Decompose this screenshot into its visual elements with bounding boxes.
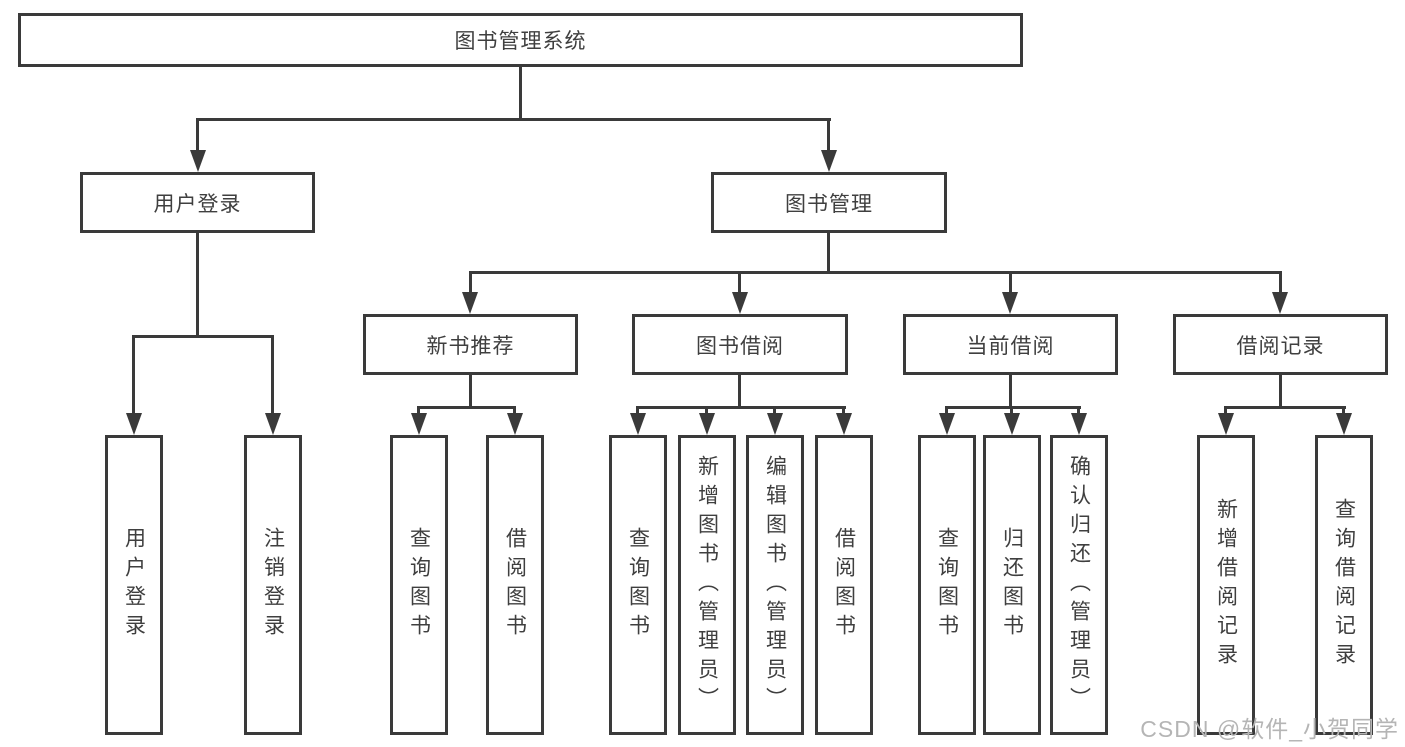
connector-drop-line [1342, 406, 1345, 415]
connector-drop-line [705, 406, 708, 415]
connector-drop-line [1010, 406, 1013, 415]
connector-bookmgmt-stub [827, 233, 830, 273]
leaf-label: 查询借阅记录 [1332, 498, 1356, 672]
connector-records-stub [1279, 375, 1282, 408]
csdn-watermark: CSDN @软件_小贺同学 [1140, 716, 1399, 742]
node-user-login: 用户登录 [80, 172, 315, 233]
leaf-newbook-query-books: 查询图书 [390, 435, 448, 735]
connector-newbook-stub [469, 375, 472, 408]
connector-drop-line [417, 406, 420, 415]
node-book-borrowing: 图书借阅 [632, 314, 848, 375]
arrowhead-down [821, 150, 837, 172]
connector-records-rail [1224, 406, 1346, 409]
leaf-user-login: 用户登录 [105, 435, 163, 735]
node-borrow-records: 借阅记录 [1173, 314, 1388, 375]
connector-drop-line [827, 118, 830, 154]
arrowhead-down [1218, 413, 1234, 435]
connector-drop-line [1077, 406, 1080, 415]
arrowhead-down [699, 413, 715, 435]
node-book-management: 图书管理 [711, 172, 947, 233]
arrowhead-down [190, 150, 206, 172]
arrowhead-down [265, 413, 281, 435]
node-new-book-recommend: 新书推荐 [363, 314, 578, 375]
leaf-label: 新增图书（管理员） [695, 454, 719, 716]
arrowhead-down [939, 413, 955, 435]
arrowhead-down [1071, 413, 1087, 435]
leaf-records-query-record: 查询借阅记录 [1315, 435, 1373, 735]
connector-newbook-rail [417, 406, 516, 409]
connector-root-stub [519, 67, 522, 120]
leaf-label: 用户登录 [122, 527, 146, 643]
connector-drop-line [196, 118, 199, 154]
connector-drop-line [773, 406, 776, 415]
leaf-borrowing-query-books: 查询图书 [609, 435, 667, 735]
arrowhead-down [126, 413, 142, 435]
leaf-label: 编辑图书（管理员） [763, 454, 787, 716]
arrowhead-down [836, 413, 852, 435]
node-root-library-system: 图书管理系统 [18, 13, 1023, 67]
leaf-borrowing-edit-books-admin: 编辑图书（管理员） [746, 435, 804, 735]
connector-bookmgmt-rail [469, 271, 1282, 274]
connector-userlogin-rail [132, 335, 274, 338]
connector-drop-line [513, 406, 516, 415]
arrowhead-down [732, 292, 748, 314]
arrowhead-down [1004, 413, 1020, 435]
connector-borrowing-stub [738, 375, 741, 408]
connector-drop-line [132, 335, 135, 415]
connector-current-rail [945, 406, 1081, 409]
connector-drop-line [738, 271, 741, 295]
leaf-label: 查询图书 [935, 527, 959, 643]
connector-root-rail [196, 118, 831, 121]
leaf-newbook-borrow-books: 借阅图书 [486, 435, 544, 735]
connector-drop-line [636, 406, 639, 415]
connector-drop-line [1009, 271, 1012, 295]
leaf-label: 确认归还（管理员） [1067, 454, 1091, 716]
node-current-borrowing: 当前借阅 [903, 314, 1118, 375]
connector-borrowing-rail [636, 406, 846, 409]
leaf-label: 新增借阅记录 [1214, 498, 1238, 672]
connector-drop-line [945, 406, 948, 415]
leaf-label: 注销登录 [261, 527, 285, 643]
leaf-current-confirm-return-admin: 确认归还（管理员） [1050, 435, 1108, 735]
arrowhead-down [411, 413, 427, 435]
leaf-borrowing-add-books-admin: 新增图书（管理员） [678, 435, 736, 735]
arrowhead-down [1272, 292, 1288, 314]
connector-userlogin-stub [196, 233, 199, 337]
connector-current-stub [1009, 375, 1012, 408]
connector-drop-line [1224, 406, 1227, 415]
connector-drop-line [1279, 271, 1282, 295]
arrowhead-down [1002, 292, 1018, 314]
arrowhead-down [507, 413, 523, 435]
leaf-logout: 注销登录 [244, 435, 302, 735]
connector-drop-line [271, 335, 274, 415]
connector-drop-line [469, 271, 472, 295]
leaf-current-query-books: 查询图书 [918, 435, 976, 735]
leaf-label: 借阅图书 [503, 527, 527, 643]
leaf-label: 归还图书 [1000, 527, 1024, 643]
leaf-records-add-record: 新增借阅记录 [1197, 435, 1255, 735]
arrowhead-down [767, 413, 783, 435]
leaf-borrowing-borrow-books: 借阅图书 [815, 435, 873, 735]
arrowhead-down [1336, 413, 1352, 435]
arrowhead-down [630, 413, 646, 435]
connector-drop-line [842, 406, 845, 415]
leaf-current-return-books: 归还图书 [983, 435, 1041, 735]
leaf-label: 查询图书 [407, 527, 431, 643]
leaf-label: 借阅图书 [832, 527, 856, 643]
leaf-label: 查询图书 [626, 527, 650, 643]
arrowhead-down [462, 292, 478, 314]
